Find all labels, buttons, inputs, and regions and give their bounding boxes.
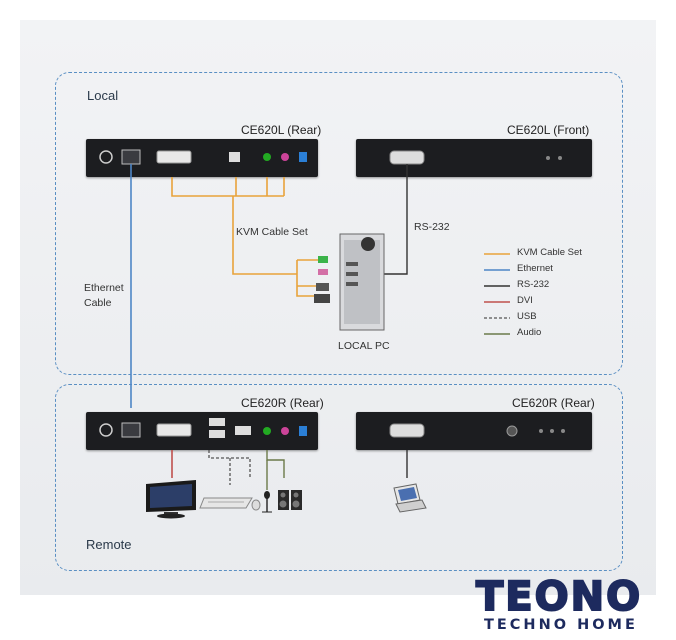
led-icon bbox=[546, 156, 550, 160]
dip-switch-icon bbox=[299, 426, 307, 436]
usb-a-port-icon bbox=[235, 426, 251, 435]
led-icon bbox=[539, 429, 543, 433]
diagram-canvas bbox=[20, 20, 656, 595]
kvm-cable-set-wires bbox=[171, 177, 318, 297]
usb-b-port-icon bbox=[229, 152, 240, 162]
dvi-port-icon bbox=[156, 423, 192, 437]
dip-switch-icon bbox=[299, 152, 307, 162]
legend-swatches bbox=[484, 253, 510, 335]
usb-a-port-icon bbox=[209, 418, 225, 426]
local-zone-label: Local bbox=[87, 88, 119, 103]
mouse-icon bbox=[251, 499, 261, 511]
audio-wire bbox=[266, 450, 285, 478]
rs232-label: RS-232 bbox=[414, 221, 450, 233]
mic-in-port-icon bbox=[281, 153, 289, 161]
serial-terminal-icon bbox=[393, 483, 427, 513]
rs232-port-icon bbox=[389, 150, 425, 165]
keyboard-icon bbox=[199, 497, 253, 509]
monitor-icon bbox=[146, 480, 196, 519]
led-icon bbox=[558, 156, 562, 160]
audio-out-port-icon bbox=[263, 427, 271, 435]
logo-main-text: TEONO bbox=[475, 573, 643, 621]
ce620r-rear-ports bbox=[99, 418, 307, 438]
ethernet-port-icon bbox=[121, 422, 141, 438]
local-pc-icon bbox=[314, 233, 385, 331]
ethernet-port-icon bbox=[121, 149, 141, 165]
ethernet-cable-label-line1: Ethernet bbox=[84, 282, 124, 294]
mic-in-port-icon bbox=[281, 427, 289, 435]
led-icon bbox=[550, 429, 554, 433]
rs232-port-icon bbox=[389, 423, 425, 438]
led-icon bbox=[561, 429, 565, 433]
legend-item-audio: Audio bbox=[517, 327, 542, 338]
teono-logo: TEONO TECHNO HOME bbox=[475, 573, 660, 636]
ground-screw-icon bbox=[99, 423, 113, 437]
dvi-port-icon bbox=[156, 150, 192, 164]
remote-zone bbox=[55, 384, 623, 571]
remote-zone-label: Remote bbox=[86, 537, 132, 552]
ce620l-front-title: CE620L (Front) bbox=[507, 123, 590, 137]
ce620l-front-ports bbox=[389, 150, 562, 165]
button-icon bbox=[506, 425, 518, 437]
audio-out-port-icon bbox=[263, 153, 271, 161]
rs232-wire bbox=[375, 164, 408, 275]
ce620l-rear-title: CE620L (Rear) bbox=[241, 123, 322, 137]
ce620l-rear-ports bbox=[99, 149, 307, 165]
ce620r-rear-title-left: CE620R (Rear) bbox=[241, 396, 324, 410]
usb-a-port-icon bbox=[209, 430, 225, 438]
microphone-icon bbox=[262, 491, 272, 513]
local-pc-label: LOCAL PC bbox=[338, 340, 390, 352]
legend-item-dvi: DVI bbox=[517, 295, 533, 306]
legend-item-usb: USB bbox=[517, 311, 537, 322]
legend-item-rs232: RS-232 bbox=[517, 279, 550, 290]
ground-screw-icon bbox=[99, 150, 113, 164]
ethernet-cable-label-line2: Cable bbox=[84, 297, 112, 309]
legend-item-kvm-cable-set: KVM Cable Set bbox=[517, 247, 582, 258]
kvm-cable-set-label: KVM Cable Set bbox=[236, 226, 308, 238]
ce620r-rear2-ports bbox=[389, 423, 565, 438]
logo-sub-text: TECHNO HOME bbox=[484, 617, 638, 633]
ce620r-rear-title-right: CE620R (Rear) bbox=[512, 396, 595, 410]
speakers-icon bbox=[278, 490, 302, 510]
local-zone bbox=[55, 72, 623, 375]
legend-item-ethernet: Ethernet bbox=[517, 263, 553, 274]
